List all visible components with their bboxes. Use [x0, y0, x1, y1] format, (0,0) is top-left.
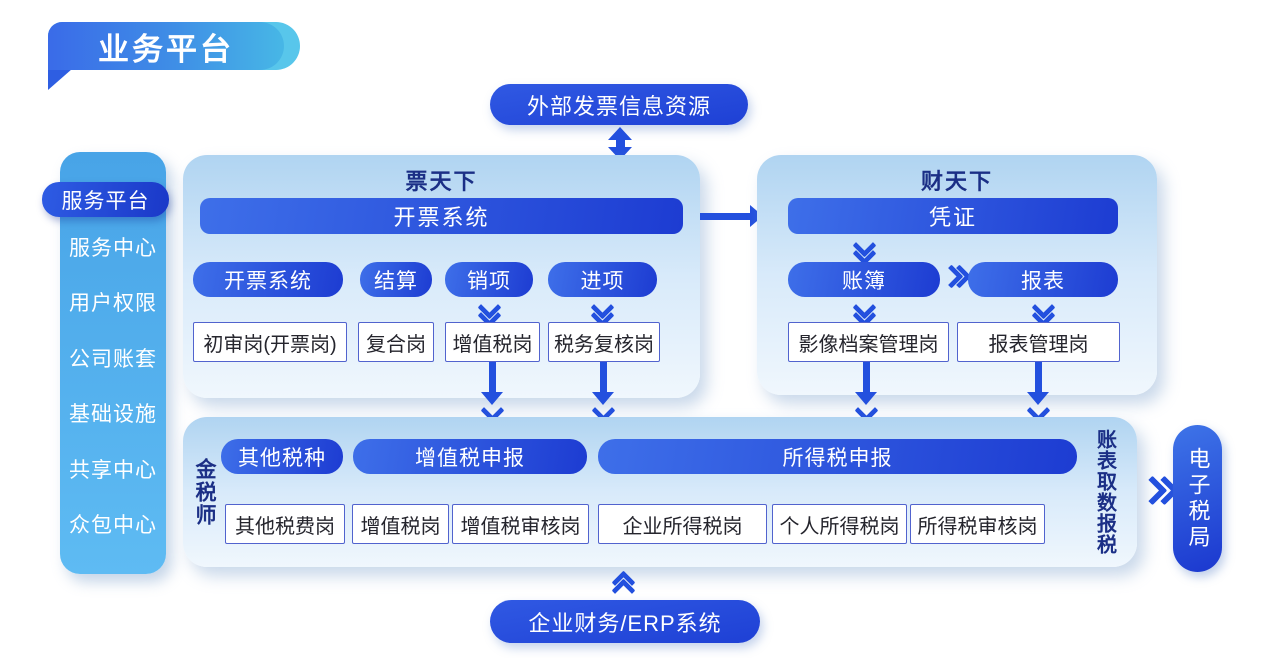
role-other-tax-fee: 其他税费岗	[225, 504, 345, 544]
role-vat-post: 增值税岗	[445, 322, 540, 362]
chevron-down-sales-icon	[476, 295, 502, 328]
node-sales-output-btn: 销项	[445, 262, 533, 297]
sidebar-item-company-accounts: 公司账套	[69, 348, 157, 371]
node-settlement-btn: 结算	[360, 262, 432, 297]
arrow-stem	[488, 362, 496, 392]
sidebar-item-service-center: 服务中心	[69, 237, 157, 260]
node-voucher-bar: 凭证	[788, 198, 1118, 234]
label-zhangbiao: 账表取数报税	[1088, 417, 1122, 567]
role-personal-income-tax: 个人所得税岗	[772, 504, 907, 544]
node-etax-bureau-label: 电子税局	[1185, 446, 1211, 551]
label-zhangbiao-text: 账表取数报税	[1093, 429, 1116, 555]
node-income-tax-filing-btn: 所得税申报	[598, 439, 1077, 474]
node-input-tax-btn: 进项	[548, 262, 657, 297]
label-jinshuishi: 金税师	[189, 417, 219, 567]
role-corporate-income-tax: 企业所得税岗	[598, 504, 767, 544]
arrow-up-head	[608, 127, 632, 140]
chevron-up-erp-icon	[610, 570, 636, 603]
role-report-mgmt: 报表管理岗	[957, 322, 1120, 362]
banner-body: 业务平台	[48, 22, 284, 70]
sidebar-item-sharing-center: 共享中心	[69, 459, 157, 482]
arrow-down-head	[592, 392, 614, 405]
sidebar-header-service-platform: 服务平台	[42, 182, 169, 217]
node-external-invoice-info: 外部发票信息资源	[490, 84, 748, 125]
chevron-down-input-icon	[589, 295, 615, 328]
panel-title-caitianxia: 财天下	[920, 169, 993, 194]
banner-tail	[48, 69, 72, 90]
chevron-down-voucher-icon	[851, 233, 877, 266]
role-tax-review-post: 税务复核岗	[548, 322, 660, 362]
role-vat-filing-post: 增值税岗	[352, 504, 449, 544]
label-jinshuishi-text: 金税师	[193, 457, 216, 527]
arrow-stem	[599, 362, 607, 392]
role-vat-audit: 增值税审核岗	[452, 504, 589, 544]
node-other-taxes-btn: 其他税种	[221, 439, 343, 474]
arrow-down-head	[481, 392, 503, 405]
panel-jinshuishi: 金税师 其他税种 增值税申报 所得税申报 其他税费岗 增值税岗 增值税审核岗 企…	[183, 417, 1137, 567]
role-recheck: 复合岗	[358, 322, 434, 362]
node-etax-bureau: 电子税局	[1173, 425, 1222, 572]
node-report-btn: 报表	[968, 262, 1118, 297]
arrow-down-image-to-tax-icon	[853, 362, 879, 423]
chevron-down-ledger-icon	[851, 295, 877, 328]
arrow-stem	[1034, 362, 1042, 392]
chevron-right-to-etax-icon	[1137, 475, 1180, 506]
arrow-stem	[700, 212, 750, 220]
arrow-stem	[862, 362, 870, 392]
sidebar-service-platform: 服务平台 服务中心 用户权限 公司账套 基础设施 共享中心 众包中心	[42, 152, 169, 574]
role-income-tax-audit: 所得税审核岗	[910, 504, 1045, 544]
node-invoicing-system-btn: 开票系统	[193, 262, 343, 297]
panel-title-piaotianxia: 票天下	[405, 169, 478, 194]
role-initial-review: 初审岗(开票岗)	[193, 322, 347, 362]
node-ledger-btn: 账簿	[788, 262, 940, 297]
arrow-down-vat-to-tax-icon	[479, 362, 505, 423]
banner-business-platform: 业务平台	[48, 22, 300, 90]
page-title: 业务平台	[98, 31, 234, 67]
arrow-down-report-to-tax-icon	[1025, 362, 1051, 423]
chevron-right-ledger-report-icon	[939, 264, 972, 289]
panel-piaotianxia: 票天下 开票系统 开票系统 结算 销项 进项 初审岗(开票岗) 复合岗 增值税岗…	[183, 155, 700, 398]
node-invoicing-system-bar: 开票系统	[200, 198, 683, 234]
sidebar-item-infrastructure: 基础设施	[69, 403, 157, 426]
arrow-down-head	[1027, 392, 1049, 405]
node-erp-system: 企业财务/ERP系统	[490, 600, 760, 643]
node-vat-filing-btn: 增值税申报	[353, 439, 587, 474]
chevron-down-report-icon	[1030, 295, 1056, 328]
arrow-stem	[615, 140, 625, 147]
sidebar-item-crowdsourcing-center: 众包中心	[69, 514, 157, 537]
role-image-archive-mgmt: 影像档案管理岗	[788, 322, 949, 362]
panel-caitianxia: 财天下 凭证 账簿 报表 影像档案管理岗 报表管理岗	[757, 155, 1157, 395]
arrow-down-head	[855, 392, 877, 405]
arrow-down-taxreview-to-tax-icon	[590, 362, 616, 423]
sidebar-item-user-permissions: 用户权限	[69, 292, 157, 315]
